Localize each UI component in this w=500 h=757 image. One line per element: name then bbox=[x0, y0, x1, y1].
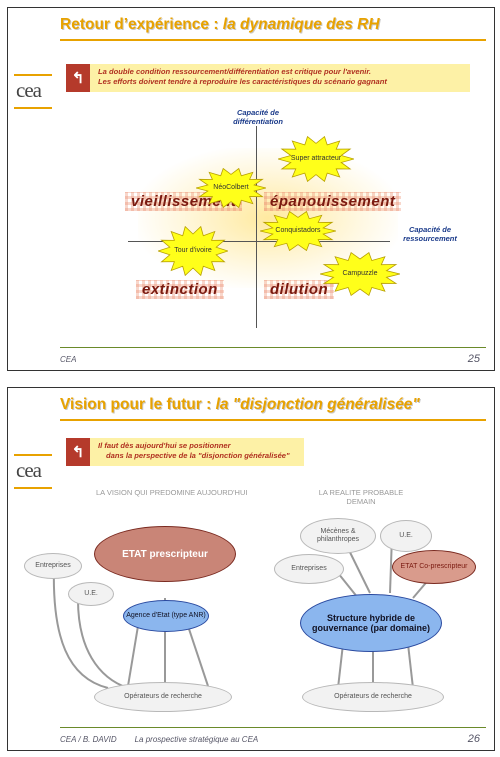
mecenes-node: Mécènes & philanthropes bbox=[300, 518, 376, 554]
x-axis-label: Capacité de ressourcement bbox=[403, 225, 457, 243]
key-message-box: ↰ Il faut dès aujourd'hui se positionner… bbox=[66, 438, 304, 466]
logo-line-bottom bbox=[14, 107, 52, 109]
structure-hybride-node: Structure hybride de gouvernance (par do… bbox=[300, 594, 442, 652]
star-conquistadors: Conquistadors bbox=[260, 211, 336, 251]
title-underline bbox=[60, 39, 486, 41]
operateurs-right-node: Opérateurs de recherche bbox=[302, 682, 444, 712]
logo-line-top bbox=[14, 74, 52, 76]
key-message-text: Il faut dès aujourd'hui se positionner d… bbox=[98, 441, 290, 460]
agence-etat-node: Agence d'Etat (type ANR) bbox=[123, 600, 209, 632]
connector-lines bbox=[52, 535, 431, 689]
return-arrow-icon: ↰ bbox=[66, 438, 90, 466]
star-neocolbert: NéoColbert bbox=[196, 168, 266, 208]
star-tour-divoire: Tour d'ivoire bbox=[158, 226, 228, 276]
etat-coprescripteur-node: ETAT Co-prescripteur bbox=[392, 550, 476, 584]
ue-right-node: U.E. bbox=[380, 520, 432, 552]
key-message-text: La double condition ressourcement/différ… bbox=[98, 67, 387, 86]
x-axis bbox=[128, 241, 390, 242]
cea-logo: cea bbox=[16, 458, 42, 482]
right-column-header: LA REALITE PROBABLE DEMAIN bbox=[318, 488, 404, 506]
etat-prescripteur-node: ETAT prescripteur bbox=[94, 526, 236, 582]
slide-title: Vision pour le futur : la "disjonction g… bbox=[60, 396, 420, 413]
y-axis bbox=[256, 126, 257, 328]
footer-line bbox=[60, 727, 486, 728]
entreprises-right-node: Entreprises bbox=[274, 554, 344, 584]
footer-text: CEA bbox=[60, 355, 77, 364]
operateurs-left-node: Opérateurs de recherche bbox=[94, 682, 232, 712]
quadrant-extinction: extinction bbox=[136, 280, 224, 299]
ue-node: U.E. bbox=[68, 582, 114, 606]
slide-title: Retour d’expérience : la dynamique des R… bbox=[60, 16, 380, 33]
quadrant-epanouissement: épanouissement bbox=[264, 192, 401, 211]
star-campuzzle: Campuzzle bbox=[320, 252, 400, 296]
footer-line bbox=[60, 347, 486, 348]
cea-logo: cea bbox=[16, 78, 42, 102]
return-arrow-icon: ↰ bbox=[66, 64, 90, 92]
y-axis-label: Capacité de différentiation bbox=[233, 108, 283, 126]
page-number: 25 bbox=[467, 353, 480, 365]
quadrant-dilution: dilution bbox=[264, 280, 334, 299]
key-message-box: ↰ La double condition ressourcement/diff… bbox=[66, 64, 470, 92]
logo-line-bottom bbox=[14, 487, 52, 489]
star-super-attracteur: Super attracteur bbox=[278, 136, 354, 182]
slide-25: Retour d’expérience : la dynamique des R… bbox=[7, 7, 495, 371]
slide-26: Vision pour le futur : la "disjonction g… bbox=[7, 387, 495, 751]
page-number: 26 bbox=[467, 733, 480, 745]
left-column-header: LA VISION QUI PREDOMINE AUJOURD'HUI bbox=[96, 488, 248, 497]
entreprises-node: Entreprises bbox=[24, 553, 82, 579]
title-underline bbox=[60, 419, 486, 421]
logo-line-top bbox=[14, 454, 52, 456]
quadrant-vieillissement: vieillissement bbox=[125, 192, 242, 211]
